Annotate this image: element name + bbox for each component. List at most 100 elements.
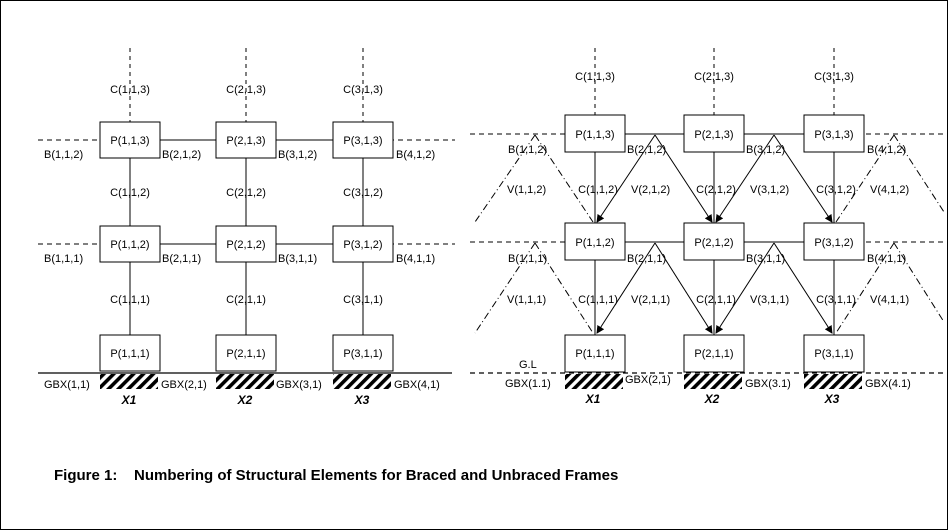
foundation-hatch: [565, 374, 623, 389]
column-label: C(3,1,2): [816, 184, 856, 196]
column-label: C(2,1,3): [694, 71, 734, 83]
node-box: [683, 114, 745, 153]
ground-beam-label: GBX(4,1): [394, 379, 440, 391]
beam-label: B(2,1,2): [627, 144, 666, 156]
ground-beam-label: GBX(2,1): [625, 374, 671, 386]
braced-frame: C(1,1,3) C(2,1,3) C(3,1,3) C(1,1,2) C(2,…: [470, 48, 946, 406]
brace-label: V(3,1,1): [750, 294, 789, 306]
brace: [654, 134, 713, 223]
column-label: C(2,1,1): [226, 294, 266, 306]
node-label: P(3,1,1): [814, 348, 853, 360]
axis-label: X3: [824, 392, 840, 406]
outer-brace: [893, 134, 945, 213]
column-label: C(2,1,1): [696, 294, 736, 306]
node-label: P(3,1,3): [343, 135, 382, 147]
node-box: [683, 222, 745, 261]
brace-label: V(2,1,2): [631, 184, 670, 196]
brace-label: V(1,1,1): [507, 294, 546, 306]
node-label: P(2,1,1): [226, 348, 265, 360]
beam-label: B(1,1,2): [508, 144, 547, 156]
brace: [773, 242, 833, 334]
outer-brace: [474, 242, 536, 334]
beam-label: B(4,1,2): [867, 144, 906, 156]
column-label: C(2,1,3): [226, 84, 266, 96]
column-label: C(3,1,3): [814, 71, 854, 83]
node-label: P(3,1,3): [814, 129, 853, 141]
node-box: [332, 334, 394, 372]
beam-label: B(1,1,1): [508, 253, 547, 265]
beam-label: B(3,1,2): [278, 149, 317, 161]
foundation-hatch: [804, 374, 862, 389]
column-label: C(1,1,3): [110, 84, 150, 96]
node-box: [215, 225, 277, 263]
outer-brace: [534, 242, 594, 334]
brace-label: V(4,1,1): [870, 294, 909, 306]
beam-label: B(1,1,2): [44, 149, 83, 161]
node-label: P(2,1,2): [226, 239, 265, 251]
beam-label: B(3,1,2): [746, 144, 785, 156]
outer-brace: [835, 242, 895, 334]
foundation-hatch: [100, 374, 158, 389]
node-label: P(1,1,3): [575, 129, 614, 141]
brace: [596, 242, 656, 334]
axis-label: X2: [237, 393, 253, 407]
node-label: P(1,1,2): [575, 237, 614, 249]
column-label: C(2,1,2): [696, 184, 736, 196]
beam-label: B(3,1,1): [746, 253, 785, 265]
column-label: C(1,1,3): [575, 71, 615, 83]
node-box: [99, 334, 161, 372]
outer-brace: [474, 134, 536, 223]
column-label: C(1,1,1): [578, 294, 618, 306]
axis-label: X3: [354, 393, 370, 407]
beam-label: B(1,1,1): [44, 253, 83, 265]
node-label: P(2,1,3): [226, 135, 265, 147]
ground-beam-label: GBX(1,1): [44, 379, 90, 391]
ground-beam-label: GBX(2,1): [161, 379, 207, 391]
brace-label: V(3,1,2): [750, 184, 789, 196]
brace: [654, 242, 713, 334]
node-label: P(2,1,2): [694, 237, 733, 249]
foundation-hatch: [684, 374, 742, 389]
beam-label: B(4,1,1): [867, 253, 906, 265]
column-label: C(2,1,2): [226, 187, 266, 199]
ground-beam-label: GBX(1.1): [505, 378, 551, 390]
brace: [715, 242, 775, 334]
axis-label: X1: [121, 393, 137, 407]
ground-beam-label: GBX(4.1): [865, 378, 911, 390]
axis-label: X2: [704, 392, 720, 406]
beam-label: B(2,1,1): [162, 253, 201, 265]
outer-brace: [534, 134, 594, 223]
beam-label: B(4,1,1): [396, 253, 435, 265]
brace-label: V(1,1,2): [507, 184, 546, 196]
node-label: P(2,1,1): [694, 348, 733, 360]
ground-beam-label: GBX(3.1): [745, 378, 791, 390]
node-label: P(2,1,3): [694, 129, 733, 141]
node-box: [683, 334, 745, 373]
column-label: C(1,1,2): [578, 184, 618, 196]
ground-level-label: G.L: [519, 359, 537, 371]
brace: [773, 134, 833, 223]
node-label: P(3,1,2): [343, 239, 382, 251]
figure-caption: Figure 1: Numbering of Structural Elemen…: [54, 467, 619, 484]
column-label: C(3,1,2): [343, 187, 383, 199]
node-box: [332, 121, 394, 159]
node-box: [564, 334, 626, 373]
node-label: P(1,1,2): [110, 239, 149, 251]
brace-label: V(4,1,2): [870, 184, 909, 196]
node-label: P(3,1,1): [343, 348, 382, 360]
brace: [596, 134, 656, 223]
axis-label: X1: [585, 392, 601, 406]
node-label: P(1,1,1): [575, 348, 614, 360]
node-box: [803, 334, 865, 373]
column-label: C(3,1,1): [816, 294, 856, 306]
unbraced-frame: C(1,1,3) C(2,1,3) C(3,1,3) C(1,1,2) C(2,…: [38, 48, 455, 407]
foundation-hatch: [333, 374, 391, 389]
brace: [715, 134, 775, 223]
outer-brace: [835, 134, 895, 223]
outer-brace: [893, 242, 945, 323]
column-label: C(3,1,3): [343, 84, 383, 96]
node-label: P(1,1,1): [110, 348, 149, 360]
column-label: C(3,1,1): [343, 294, 383, 306]
node-box: [564, 114, 626, 153]
node-box: [99, 225, 161, 263]
